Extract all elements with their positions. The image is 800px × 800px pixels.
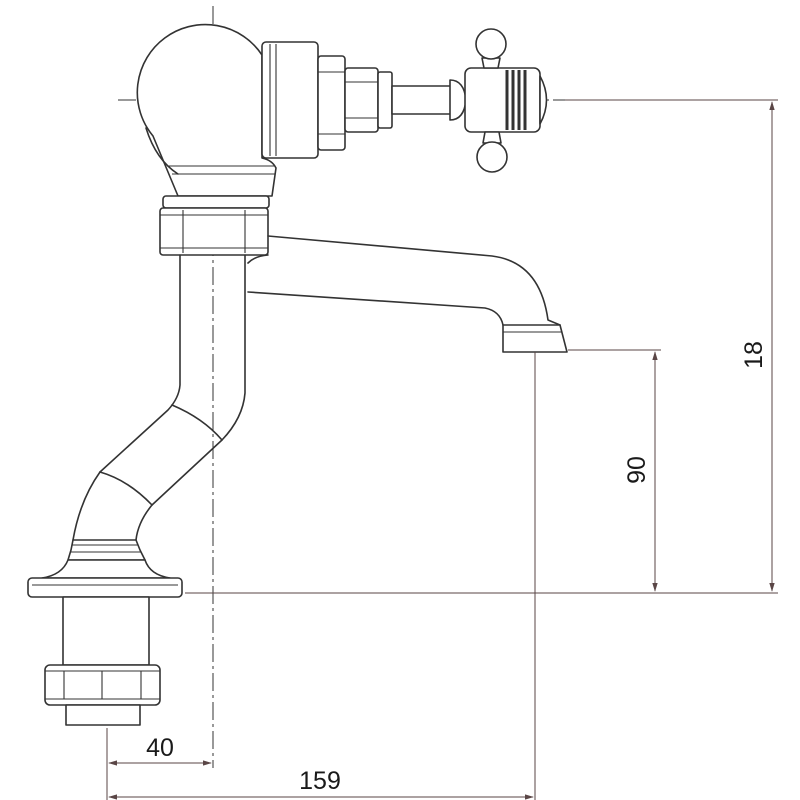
handle-bottom-knob	[476, 141, 508, 173]
pipe-elbow-seam-upper	[171, 404, 223, 441]
spout	[247, 235, 568, 353]
dimension-label-bottom-short: 40	[146, 734, 174, 762]
ball-outline	[136, 23, 277, 197]
dimension-label-right: 18	[740, 341, 768, 369]
body-hex-nut	[159, 195, 270, 256]
base-collar	[67, 539, 146, 561]
cross-head-handle	[449, 28, 548, 173]
spout-tip	[502, 324, 568, 353]
dimension-label-middle: 90	[623, 456, 651, 484]
shank-thread-end	[65, 704, 141, 726]
extension-lines	[106, 99, 778, 800]
valve-ball-body	[136, 23, 277, 197]
handle-hub	[464, 67, 541, 133]
pipe-right-edge	[135, 254, 246, 541]
gland-nut	[344, 67, 379, 133]
spindle	[391, 85, 453, 115]
spout-fillet	[247, 254, 269, 264]
body-nut	[159, 207, 269, 256]
dimensions: 18 90 40 159	[108, 101, 775, 800]
spout-top-edge	[267, 235, 561, 326]
base-flare	[41, 559, 171, 579]
pipe-left-edge	[72, 254, 181, 541]
handle-bottom-arm	[482, 131, 502, 144]
riser-pipe	[72, 254, 246, 541]
handle-top-arm	[481, 57, 501, 69]
spout-bottom-edge	[247, 291, 504, 326]
handle-top-knob	[475, 28, 507, 60]
ball-inner-contour	[145, 127, 179, 175]
bonnet-assembly	[261, 41, 453, 159]
spindle-collar	[377, 71, 393, 129]
bonnet-nut	[317, 55, 346, 151]
base-assembly	[27, 539, 183, 726]
handle-collar	[449, 79, 467, 121]
pipe-elbow-seam-lower	[99, 471, 153, 506]
base-flange	[27, 577, 183, 598]
threaded-shank	[62, 596, 150, 666]
body-ring	[162, 195, 270, 209]
handle-end-cap	[539, 75, 548, 125]
dimension-label-bottom-long: 159	[299, 767, 341, 795]
